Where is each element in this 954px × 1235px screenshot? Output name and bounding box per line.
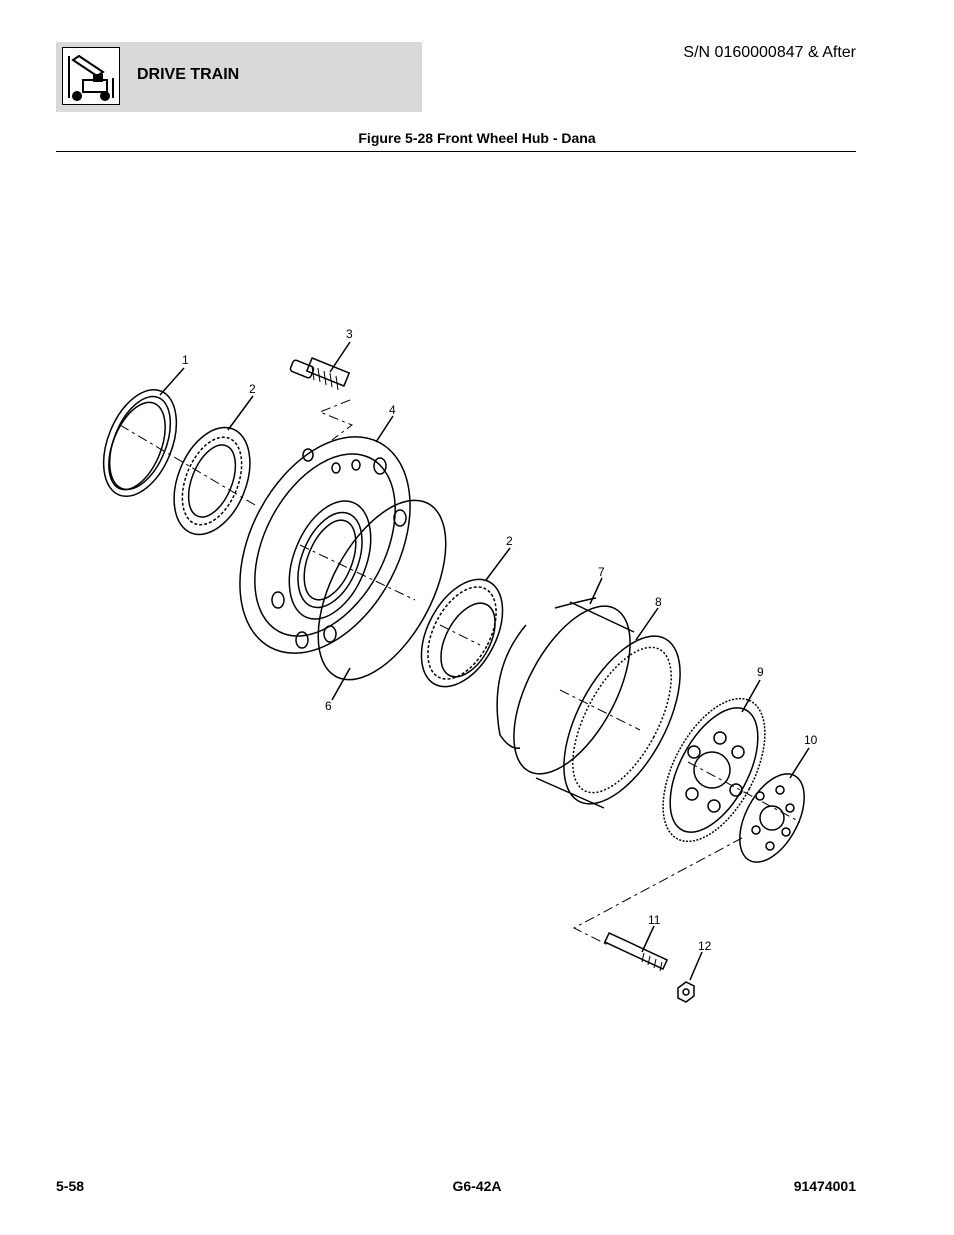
callout-11: 11 (648, 913, 661, 927)
callout-3: 3 (346, 327, 353, 341)
part-nut (677, 981, 695, 1003)
part-thrust-washer (739, 773, 805, 863)
callout-12: 12 (698, 939, 712, 953)
part-bolt (603, 931, 669, 972)
callout-4: 4 (389, 403, 396, 417)
callout-8: 8 (655, 595, 662, 609)
callout-2: 2 (249, 382, 256, 396)
part-ring-gear (513, 601, 681, 809)
figure-title: Figure 5-28 Front Wheel Hub - Dana (358, 130, 596, 146)
part-outer-bearing (420, 578, 504, 688)
page-number: 5-58 (56, 1178, 85, 1194)
callout-9: 9 (757, 665, 764, 679)
part-wheel-stud (289, 357, 351, 391)
serial-number-range: S/N 0160000847 & After (683, 44, 856, 61)
document-number: 91474001 (793, 1178, 856, 1194)
part-o-ring (317, 499, 447, 681)
callout-1: 1 (182, 353, 189, 367)
header-divider (56, 151, 856, 152)
callout-10: 10 (804, 733, 818, 747)
callout-7: 7 (598, 565, 605, 579)
callout-6: 6 (325, 699, 332, 713)
callout-2: 2 (506, 534, 513, 548)
section-title: DRIVE TRAIN (137, 66, 240, 83)
part-snap-ring (496, 597, 597, 749)
model-number: G6-42A (452, 1178, 502, 1194)
lift-truck-icon (62, 47, 120, 105)
part-wheel-hub (239, 436, 411, 654)
part-inner-bearing (173, 426, 251, 536)
part-planet-carrier (662, 697, 766, 843)
